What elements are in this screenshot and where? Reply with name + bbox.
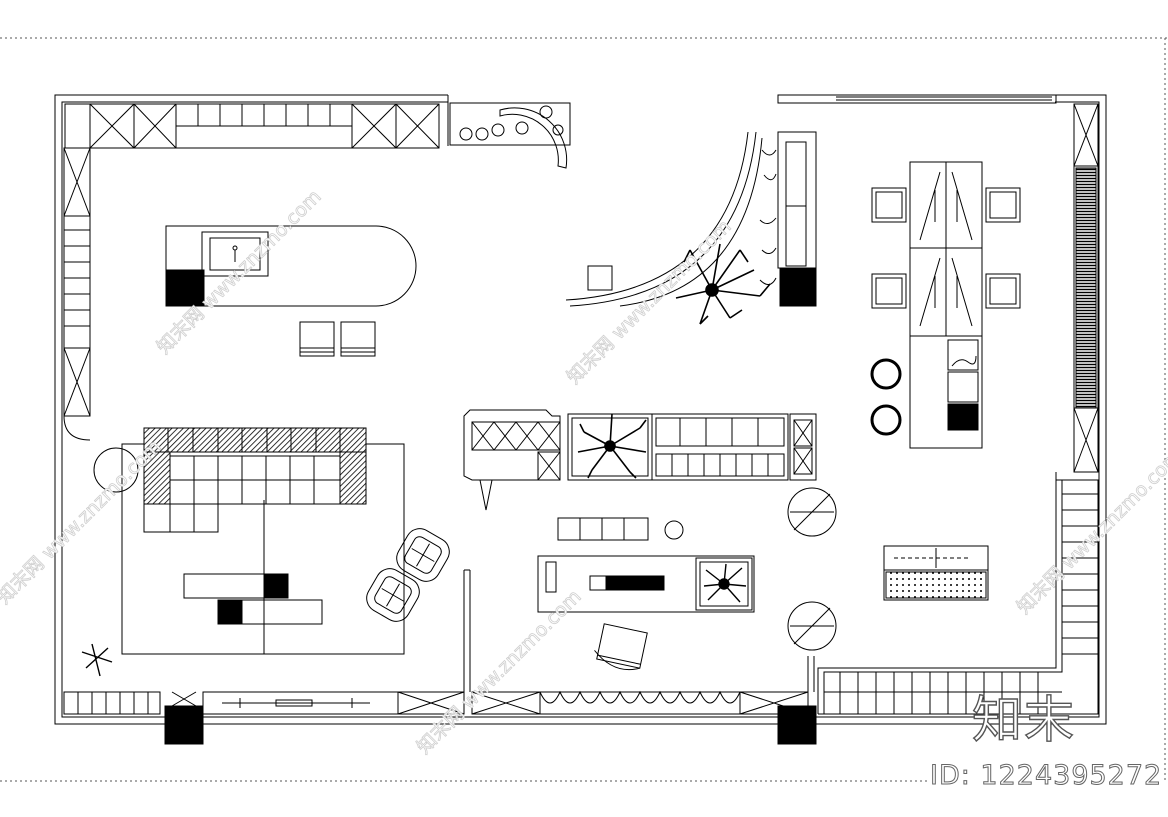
outer-walls (54, 94, 1107, 725)
top-cabinets (64, 103, 440, 149)
display-counter (463, 409, 817, 511)
glass-partition (463, 569, 815, 692)
left-cabinets (63, 147, 91, 441)
tree-icon (577, 413, 647, 479)
coffee-table (183, 573, 323, 625)
sink-icon (165, 269, 203, 307)
dining-table (909, 161, 983, 449)
tree-icon (675, 243, 771, 325)
display-table (537, 555, 755, 613)
side-table (93, 447, 139, 493)
corner-display-shelf (817, 472, 1099, 715)
sheet-border (0, 37, 1168, 782)
bar-stools (299, 321, 376, 357)
armchair-icon (594, 623, 648, 671)
bench (557, 517, 684, 541)
dining-chair-icon (871, 187, 1021, 309)
watermark-id: ID: 1224395272 (929, 760, 1163, 792)
planter-top (449, 102, 571, 169)
sectional-sofa (143, 427, 367, 533)
right-cabinets (1073, 103, 1099, 473)
potted-plant-icon (703, 563, 747, 603)
kitchen-island (165, 225, 417, 307)
round-table (787, 487, 837, 651)
bottom-cabinets (63, 690, 809, 715)
armchair-icon (366, 528, 450, 622)
watermark-brand: 知末 (971, 690, 1076, 749)
floor-lamp-icon (81, 643, 113, 677)
reception-desk (883, 545, 989, 601)
curved-partition (565, 131, 817, 307)
shrub-icon (459, 105, 564, 141)
round-stool-icon (870, 358, 902, 436)
